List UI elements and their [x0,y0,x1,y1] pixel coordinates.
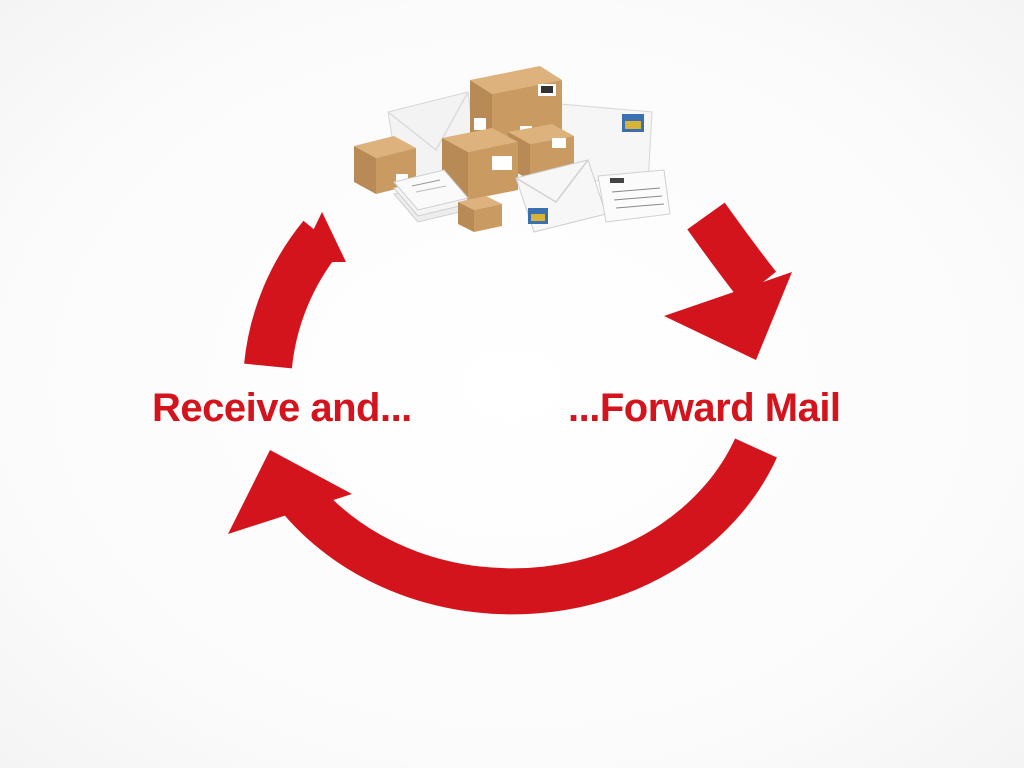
package-box-small-front [458,196,502,232]
forward-mail-label: ...Forward Mail [568,386,841,430]
arrow-top-right-head [664,272,792,360]
arrow-top-right [687,202,777,301]
arrow-bottom-arc [282,438,777,615]
postcard [597,169,671,223]
arrow-top-left-tip [298,212,346,262]
mail-pile-illustration [354,66,671,233]
envelope-front [515,159,607,233]
package-box-middle [442,128,518,200]
arrow-bottom-head [228,450,352,534]
receive-label: Receive and... [152,386,412,430]
